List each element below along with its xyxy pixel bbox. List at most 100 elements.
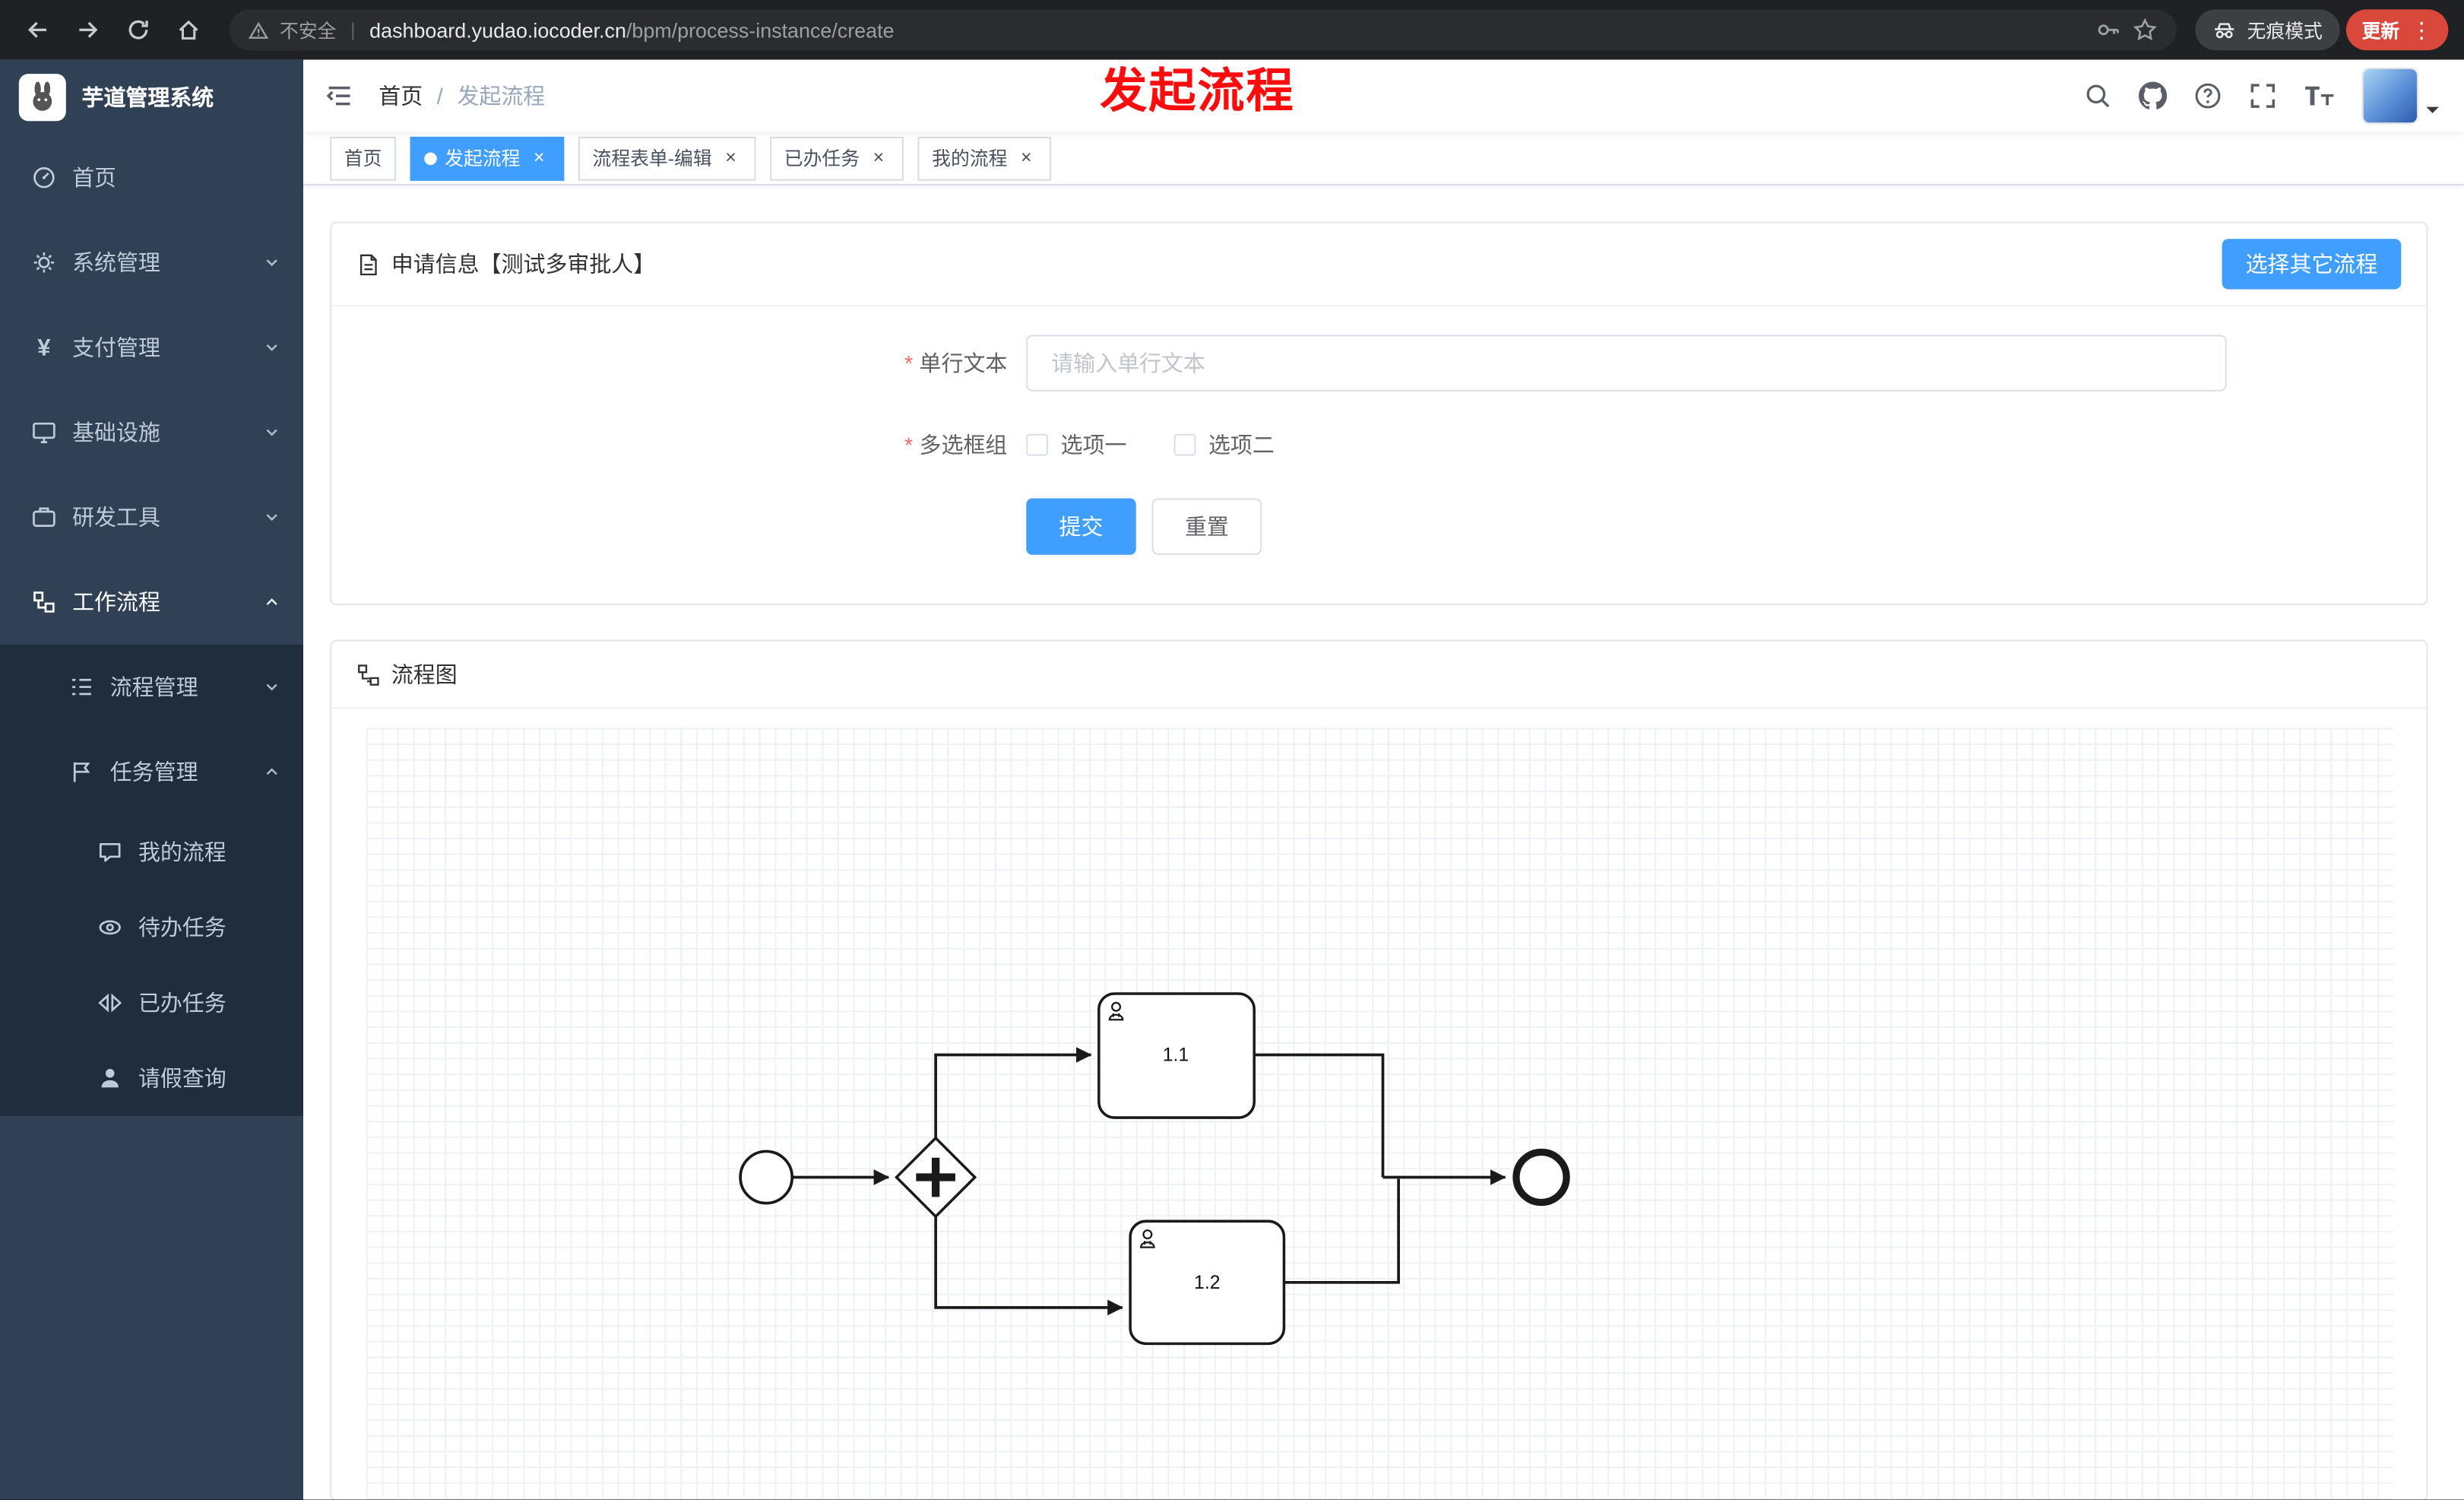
list-icon: [72, 678, 91, 696]
forward-button[interactable]: [66, 8, 110, 52]
start-event[interactable]: [739, 1150, 794, 1205]
close-icon[interactable]: ×: [1021, 145, 1032, 168]
parallel-gateway[interactable]: [895, 1136, 977, 1219]
tab-label: 发起流程: [445, 147, 521, 170]
checkbox-box[interactable]: [1026, 433, 1049, 456]
address-bar[interactable]: 不安全 | dashboard.yudao.iocoder.cn/bpm/pro…: [229, 9, 2177, 51]
breadcrumb-home[interactable]: 首页: [378, 83, 423, 109]
close-icon[interactable]: ×: [533, 145, 545, 168]
reload-button[interactable]: [116, 8, 160, 52]
form-row-text: *单行文本: [331, 335, 2426, 392]
user-task-1-1[interactable]: 1.1: [1097, 992, 1256, 1119]
sidebar-item-label: 我的流程: [138, 839, 226, 865]
tab-label: 已办任务: [784, 147, 860, 170]
breadcrumb: 首页 / 发起流程: [378, 80, 545, 111]
close-icon[interactable]: ×: [873, 145, 885, 168]
sidebar-item-task-management[interactable]: 任务管理: [0, 729, 303, 814]
user-task-1-2[interactable]: 1.2: [1129, 1219, 1286, 1346]
chevron-up-icon: [266, 598, 277, 605]
incognito-icon: [2215, 22, 2234, 38]
checkbox-option-1[interactable]: 选项一: [1026, 429, 1126, 460]
fullscreen-icon[interactable]: [2249, 82, 2277, 110]
browser-update-button[interactable]: 更新 ⋮: [2345, 9, 2449, 51]
sidebar-item-leave-query[interactable]: 请假查询: [0, 1041, 303, 1116]
sidebar-item-my-processes[interactable]: 我的流程: [0, 814, 303, 890]
flowchart-icon: [358, 664, 379, 685]
url-path: /bpm/process-instance/create: [626, 17, 895, 42]
search-icon[interactable]: [2084, 82, 2112, 110]
app-root: 芋道管理系统 首页 系统管理 ¥ 支付管理 基础设施: [0, 59, 2464, 1500]
workflow-submenu: 流程管理 任务管理 我的流程 待办任务 已: [0, 644, 304, 1116]
sidebar-item-process-management[interactable]: 流程管理: [0, 645, 303, 730]
sidebar-item-workflow[interactable]: 工作流程: [0, 560, 303, 645]
bpmn-diagram: 1.1 1.2: [739, 992, 1570, 1346]
page-content: 申请信息【测试多审批人】 选择其它流程 *单行文本 *多选框组: [303, 185, 2464, 1500]
app-title: 芋道管理系统: [81, 84, 214, 110]
back-button[interactable]: [16, 8, 60, 52]
sidebar-item-label: 基础设施: [72, 420, 160, 446]
bookmark-star-icon[interactable]: [2133, 17, 2158, 43]
reset-button[interactable]: 重置: [1151, 498, 1262, 555]
task-label: 1.2: [1194, 1273, 1220, 1293]
chevron-down-icon: [266, 344, 277, 351]
forward-icon: [79, 21, 98, 38]
sidebar-item-label: 首页: [72, 165, 117, 191]
chat-bubble-icon: [99, 842, 121, 862]
sidebar-item-dev-tools[interactable]: 研发工具: [0, 474, 303, 560]
sidebar-item-completed-tasks[interactable]: 已办任务: [0, 966, 303, 1041]
card-title: 流程图: [391, 661, 458, 687]
sidebar-item-label: 支付管理: [72, 335, 160, 360]
font-size-icon[interactable]: [2304, 82, 2335, 110]
bpmn-canvas: 1.1 1.2: [366, 728, 2393, 1500]
tab-home[interactable]: 首页: [330, 135, 397, 180]
sidebar-item-infrastructure[interactable]: 基础设施: [0, 390, 303, 475]
passwords-key-icon[interactable]: [2096, 17, 2121, 43]
breadcrumb-separator: /: [436, 83, 443, 109]
required-marker: *: [904, 432, 914, 458]
tab-label: 我的流程: [932, 147, 1008, 170]
browser-menu-icon[interactable]: ⋮: [2410, 16, 2433, 42]
user-menu[interactable]: [2361, 67, 2439, 125]
sidebar-item-payment[interactable]: ¥ 支付管理: [0, 305, 303, 390]
omnibox-divider: |: [350, 18, 356, 41]
tags-view-bar: 首页 发起流程 × 流程表单-编辑 × 已办任务 ×: [303, 132, 2464, 186]
form-row-checkbox: *多选框组 选项一 选项二: [331, 429, 2426, 460]
sequence-flow: [934, 1216, 1123, 1316]
back-icon: [27, 21, 46, 38]
checkbox-box[interactable]: [1173, 433, 1196, 456]
home-icon: [179, 20, 198, 40]
single-line-text-input[interactable]: [1026, 335, 2227, 392]
sidebar-logo[interactable]: 芋道管理系统: [0, 60, 303, 135]
sidebar-item-home[interactable]: 首页: [0, 135, 303, 220]
navbar-actions: [2084, 67, 2439, 125]
select-other-process-button[interactable]: 选择其它流程: [2222, 239, 2402, 290]
sidebar-toggle-button[interactable]: [325, 82, 353, 110]
tab-process-form-edit[interactable]: 流程表单-编辑 ×: [578, 135, 756, 180]
tab-completed-tasks[interactable]: 已办任务 ×: [770, 135, 904, 180]
sequence-flow: [934, 1047, 1092, 1138]
security-label: 不安全: [280, 19, 337, 42]
url-text: dashboard.yudao.iocoder.cn/bpm/process-i…: [369, 18, 894, 42]
sidebar-item-system[interactable]: 系统管理: [0, 220, 303, 305]
person-icon: [101, 1068, 119, 1088]
end-event[interactable]: [1512, 1148, 1570, 1207]
help-icon[interactable]: [2193, 82, 2222, 110]
github-icon[interactable]: [2139, 81, 2168, 110]
checkbox-label: 选项二: [1208, 432, 1275, 458]
task-label: 1.1: [1163, 1045, 1189, 1066]
sidebar-item-label: 请假查询: [138, 1065, 226, 1091]
sidebar-item-label: 研发工具: [72, 504, 160, 530]
tab-initiate-process[interactable]: 发起流程 ×: [410, 135, 565, 180]
close-icon[interactable]: ×: [725, 145, 736, 168]
sidebar-item-pending-tasks[interactable]: 待办任务: [0, 890, 303, 965]
tab-my-processes[interactable]: 我的流程 ×: [917, 135, 1052, 180]
chevron-up-icon: [266, 768, 277, 775]
chevron-down-icon: [266, 514, 277, 522]
submit-button[interactable]: 提交: [1026, 498, 1136, 555]
breadcrumb-current: 发起流程: [457, 83, 546, 109]
home-button[interactable]: [166, 8, 211, 52]
hamburger-icon: [326, 86, 350, 106]
checkbox-option-2[interactable]: 选项二: [1173, 429, 1275, 460]
sidebar-item-label: 已办任务: [138, 990, 226, 1016]
